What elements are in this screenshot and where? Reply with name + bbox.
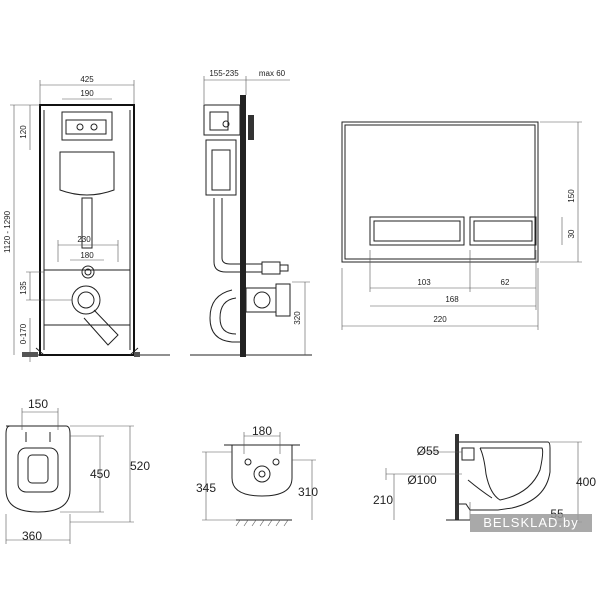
dim-450: 450 bbox=[90, 467, 110, 481]
bowl-side-view: Ø55 Ø100 210 55 400 bbox=[373, 434, 596, 523]
dim-120: 120 bbox=[19, 125, 28, 139]
dim-150-plate: 150 bbox=[567, 189, 576, 203]
dim-520: 520 bbox=[130, 459, 150, 473]
dim-150-bowl: 150 bbox=[28, 397, 48, 411]
dim-30: 30 bbox=[567, 229, 576, 238]
frame-side-view: 155-235 max 60 320 bbox=[190, 69, 312, 357]
dim-168: 168 bbox=[445, 295, 459, 304]
dim-dia-55: Ø55 bbox=[417, 444, 440, 458]
bowl-back-view: 180 345 310 bbox=[196, 424, 318, 527]
dim-210: 210 bbox=[373, 493, 393, 507]
dim-dia-100: Ø100 bbox=[407, 473, 437, 487]
dim-135: 135 bbox=[19, 281, 28, 295]
dim-425: 425 bbox=[80, 75, 94, 84]
watermark-text: BELSKLAD.by bbox=[483, 515, 579, 530]
dim-62: 62 bbox=[501, 278, 510, 287]
dim-0-170: 0-170 bbox=[19, 323, 28, 344]
dim-230: 230 bbox=[77, 235, 91, 244]
frame-front-view: 425 190 120 1120 - 1290 230 180 135 0-17… bbox=[3, 75, 170, 362]
dim-320: 320 bbox=[293, 311, 302, 325]
dim-155-235: 155-235 bbox=[209, 69, 239, 78]
dim-190: 190 bbox=[80, 89, 94, 98]
dim-180-bowl: 180 bbox=[252, 424, 272, 438]
dim-max-60: max 60 bbox=[259, 69, 286, 78]
dim-310: 310 bbox=[298, 485, 318, 499]
bowl-top-view: 150 450 520 360 bbox=[5, 397, 150, 544]
dim-103: 103 bbox=[417, 278, 431, 287]
watermark: BELSKLAD.by bbox=[470, 514, 592, 532]
flush-plate-view: 150 30 103 62 168 220 bbox=[341, 121, 582, 330]
dim-400: 400 bbox=[576, 475, 596, 489]
dim-180: 180 bbox=[80, 251, 94, 260]
dim-220: 220 bbox=[433, 315, 447, 324]
dim-345: 345 bbox=[196, 481, 216, 495]
dim-360: 360 bbox=[22, 529, 42, 543]
dim-1120-1290: 1120 - 1290 bbox=[3, 210, 12, 253]
